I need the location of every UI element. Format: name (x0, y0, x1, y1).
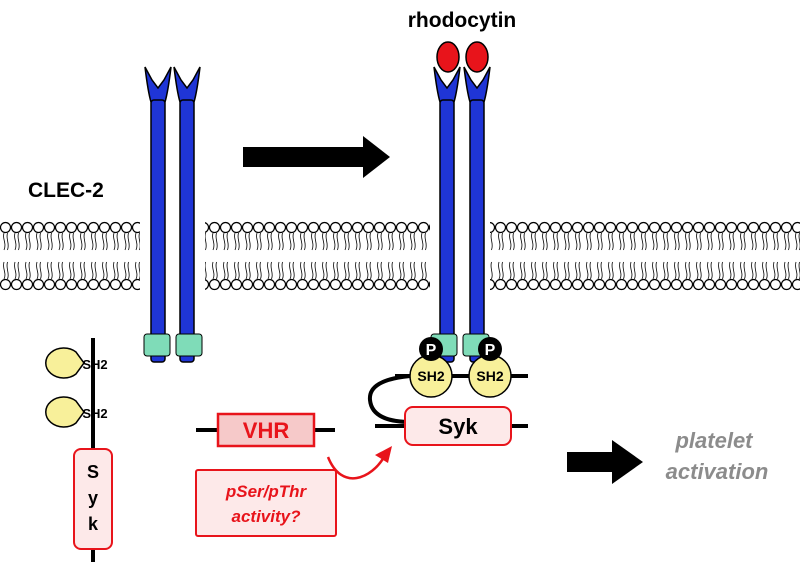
svg-text:SH2: SH2 (82, 357, 107, 372)
vhr: VHR (196, 412, 335, 448)
clec2-dimer-inactive (143, 66, 203, 363)
rhodocytin-label: rhodocytin (408, 9, 517, 32)
membrane-left (0, 221, 140, 291)
rhodocytin-ligand (465, 41, 489, 73)
clec2-monomer-right (462, 41, 491, 363)
vhr-to-syk-arrowhead (375, 446, 392, 463)
clec2-monomer-left (430, 41, 461, 363)
domain-green (143, 333, 171, 357)
membrane-right (490, 221, 800, 291)
svg-text:SH2: SH2 (82, 406, 107, 421)
rhodocytin-ligand (436, 41, 460, 73)
sh2-domain: SH2 (45, 396, 108, 428)
svg-text:SH2: SH2 (476, 368, 503, 384)
activity-line2: activity? (232, 507, 302, 526)
domain-green (175, 333, 203, 357)
svg-text:P: P (426, 342, 437, 359)
phospho-tyrosine: P (419, 337, 443, 361)
clec2-monomer-right (173, 66, 203, 363)
sh2-domain: SH2 (409, 354, 453, 398)
syk-active: SH2 SH2 P P Syk (367, 337, 528, 446)
activity-line1: pSer/pThr (225, 482, 308, 501)
clec2-monomer-left (143, 66, 172, 363)
phospho-tyrosine: P (478, 337, 502, 361)
syk-letter-y: y (88, 488, 98, 508)
sh2-domain: SH2 (45, 347, 108, 379)
vhr-to-syk-arrow (326, 456, 386, 480)
membrane-center (205, 221, 430, 291)
vhr-label: VHR (243, 418, 290, 443)
syk-letter-s: S (87, 462, 99, 482)
sh2-domain: SH2 (468, 354, 512, 398)
outcome-line1: platelet (674, 428, 754, 453)
activity-box: pSer/pThr activity? (195, 469, 337, 537)
activation-arrow (243, 136, 390, 178)
clec2-label: CLEC-2 (28, 179, 104, 202)
svg-text:SH2: SH2 (417, 368, 444, 384)
syk-letter-k: k (88, 514, 99, 534)
syk-inactive: SH2 SH2 S y k (45, 338, 113, 562)
clec2-dimer-active (430, 41, 491, 363)
syk-box (404, 406, 512, 446)
vhr-box (216, 412, 316, 448)
syk-box-vertical (73, 448, 113, 550)
outcome-arrow (567, 440, 643, 484)
syk-label: Syk (438, 414, 478, 439)
svg-text:P: P (485, 342, 496, 359)
outcome-line2: activation (666, 459, 769, 484)
